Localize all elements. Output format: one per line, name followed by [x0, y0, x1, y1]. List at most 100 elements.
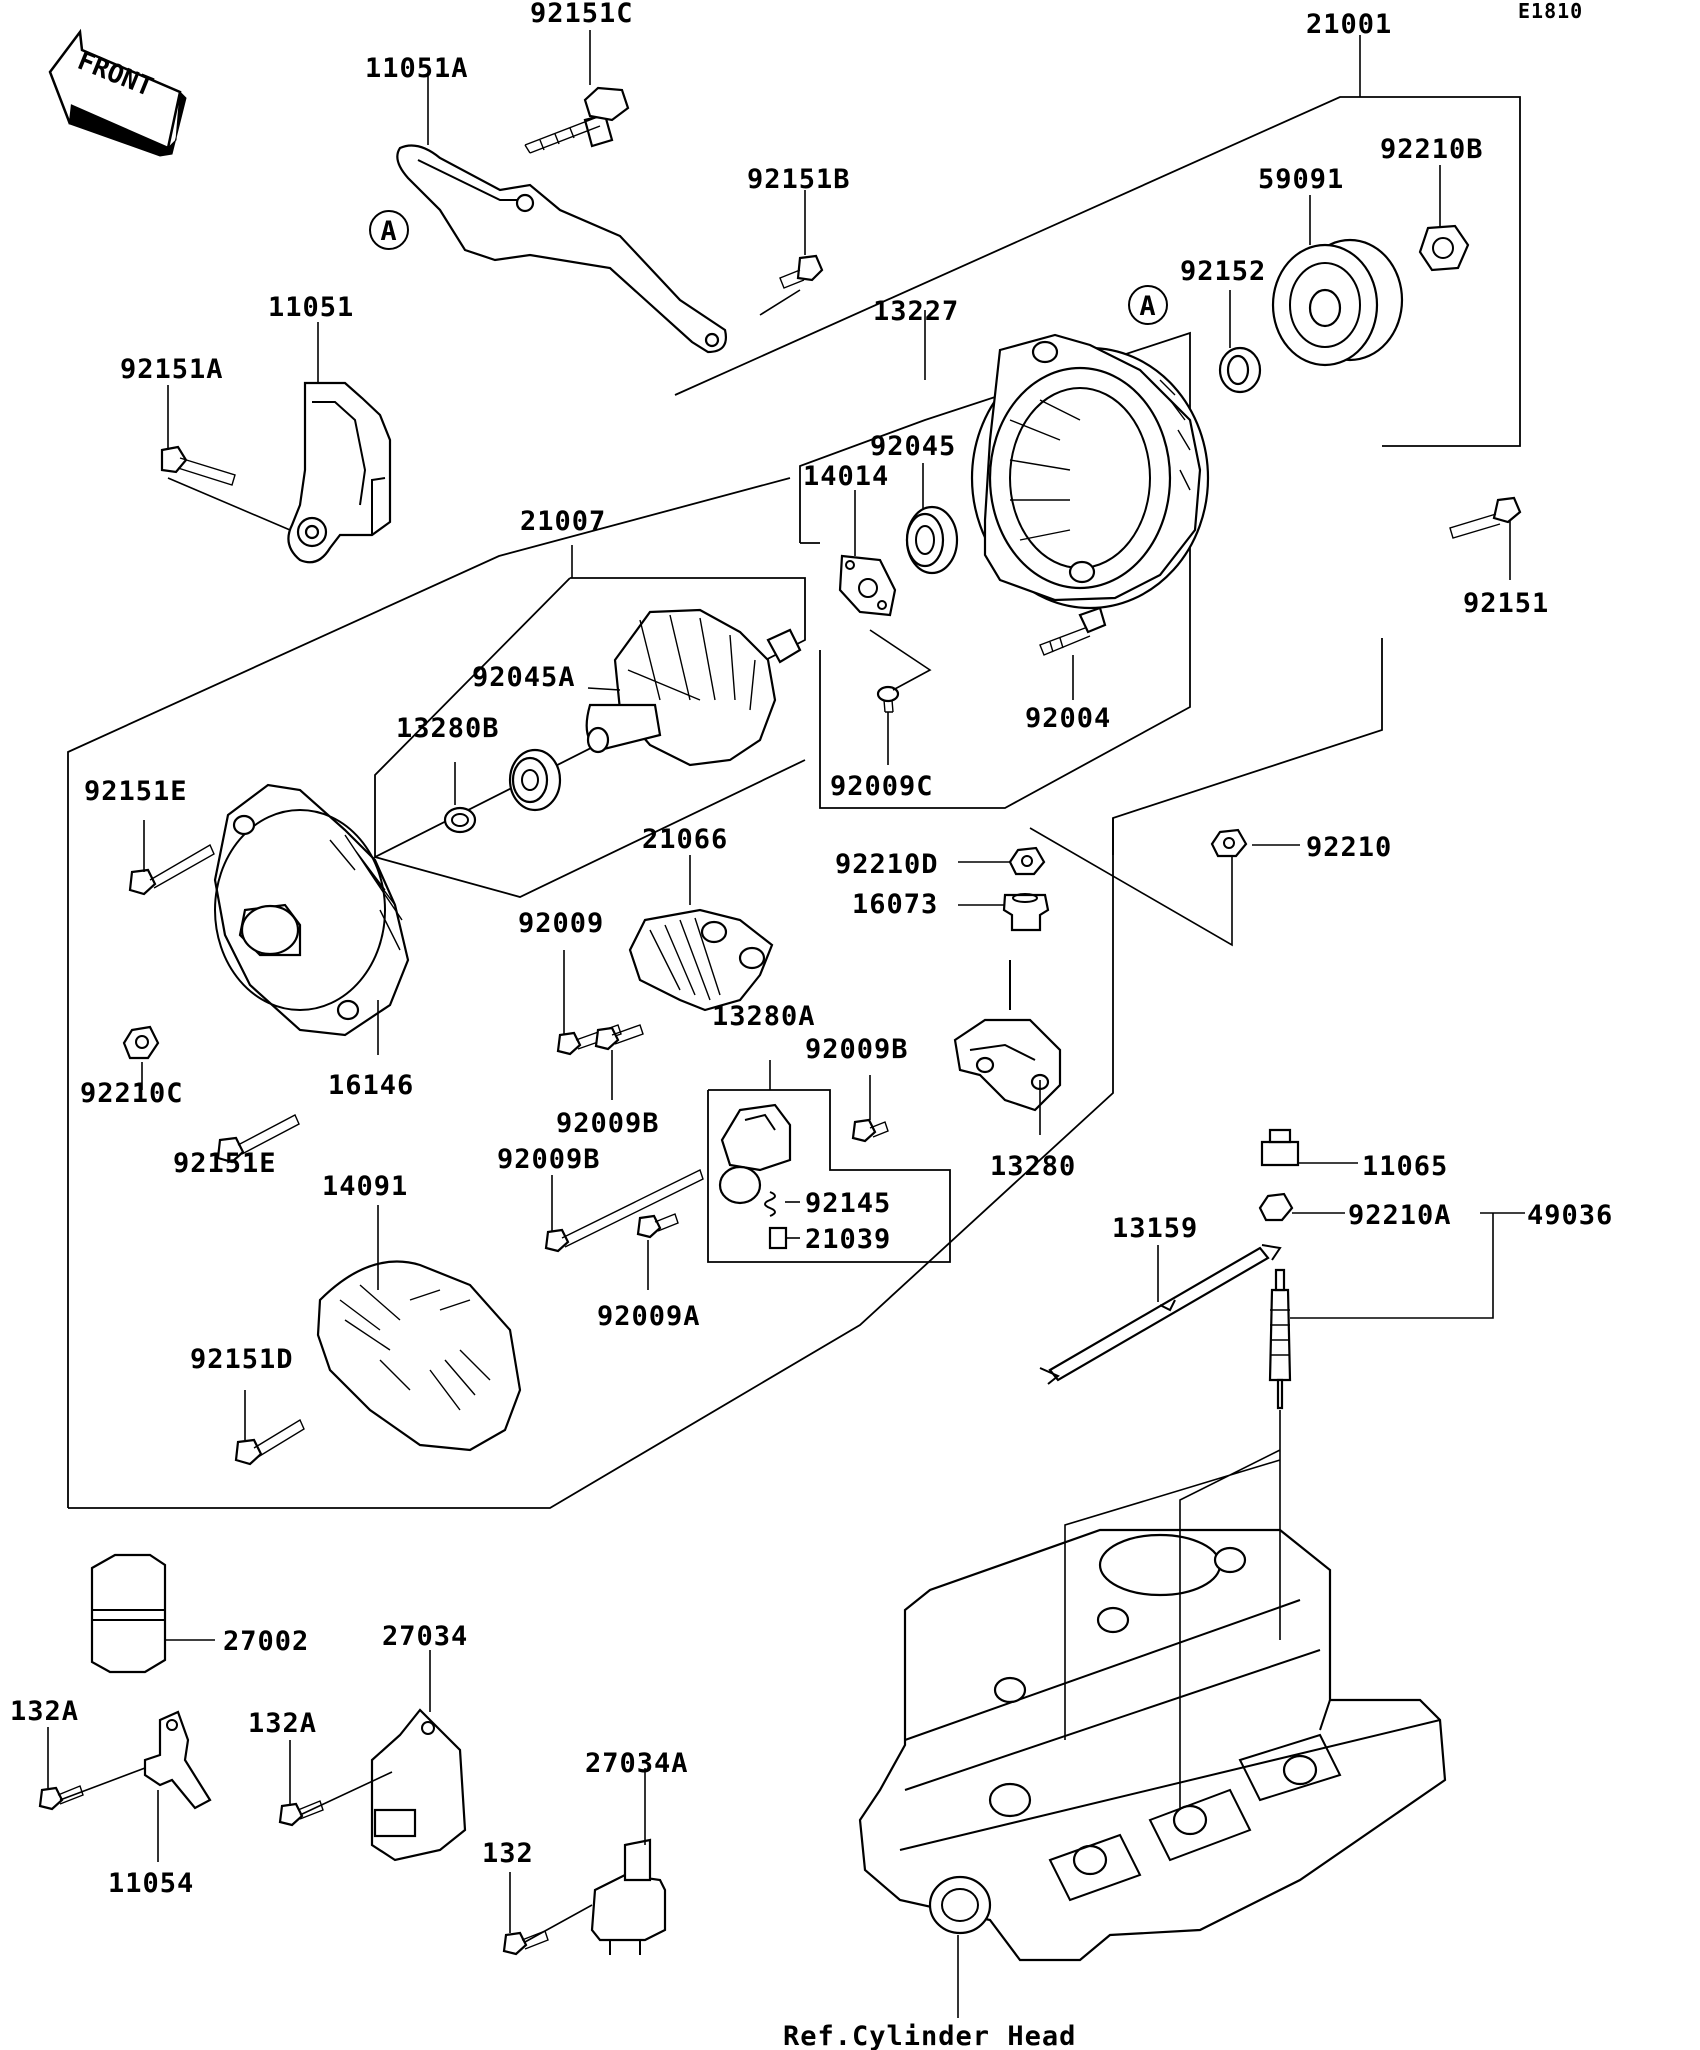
terminal-11065 — [1260, 1128, 1300, 1167]
terminal-bolt-92004 — [1039, 606, 1107, 656]
label-92210: 92210 — [1306, 832, 1392, 863]
rear-cover-14091 — [316, 1260, 522, 1452]
relay-27034a — [590, 1838, 667, 1955]
nut-92210d — [1008, 846, 1046, 876]
label-92151: 92151 — [1463, 588, 1549, 619]
label-14014: 14014 — [803, 461, 889, 492]
label-92151b: 92151B — [747, 164, 851, 195]
label-92009b-middle: 92009B — [556, 1108, 660, 1139]
bushing-16073 — [1002, 893, 1050, 932]
label-92210a: 92210A — [1348, 1200, 1452, 1231]
label-92045a: 92045A — [472, 662, 576, 693]
label-59091: 59091 — [1258, 164, 1344, 195]
label-92009c: 92009C — [830, 771, 934, 802]
label-21001: 21001 — [1306, 9, 1392, 40]
label-132a-left: 132A — [10, 1696, 79, 1727]
label-16146: 16146 — [328, 1070, 414, 1101]
label-11051: 11051 — [268, 292, 354, 323]
label-11065: 11065 — [1362, 1151, 1448, 1182]
glow-plug-49036 — [1268, 1268, 1292, 1410]
bolt-132a-left — [38, 1785, 84, 1811]
bolt-132a-right — [278, 1800, 324, 1827]
rotor-21007 — [585, 608, 802, 767]
ring-92152 — [1218, 346, 1262, 394]
label-92151d: 92151D — [190, 1344, 294, 1375]
label-92009b-right: 92009B — [805, 1034, 909, 1065]
label-13227: 13227 — [873, 296, 959, 327]
label-132a-right: 132A — [248, 1708, 317, 1739]
bolt-92151e-lower — [216, 1114, 300, 1164]
label-92151e-upper: 92151E — [84, 776, 188, 807]
callout-a-housing: A — [1128, 285, 1168, 325]
subassembly-13280a-frame — [707, 1089, 951, 1263]
brush-holder-13280a — [718, 1103, 792, 1205]
label-21007: 21007 — [520, 506, 606, 537]
controller-27034 — [370, 1708, 467, 1862]
label-92009b-lower: 92009B — [497, 1144, 601, 1175]
label-92009: 92009 — [518, 908, 604, 939]
callout-a-bracket: A — [369, 210, 409, 250]
ring-13280b — [443, 806, 477, 834]
svg-text:A: A — [1139, 291, 1156, 322]
label-27002: 27002 — [223, 1626, 309, 1657]
bracket-11054 — [143, 1710, 212, 1810]
adjusting-bracket-11051a — [396, 144, 727, 354]
label-132: 132 — [482, 1838, 534, 1869]
pulley-59091 — [1271, 238, 1404, 367]
rectifier-13280 — [953, 960, 1062, 1112]
front-housing-16146 — [213, 783, 410, 1037]
label-27034: 27034 — [382, 1621, 468, 1652]
label-27034a: 27034A — [585, 1748, 689, 1779]
leader-lines — [47, 30, 1525, 2018]
label-92151c: 92151C — [530, 0, 634, 29]
diagram-code: E1810 — [1518, 0, 1583, 23]
screw-92009b-lower — [544, 1169, 704, 1253]
bolt-92151c — [524, 86, 630, 154]
front-arrow-icon: FRONT — [48, 28, 187, 157]
label-49036: 49036 — [1527, 1200, 1613, 1231]
label-13280b: 13280B — [396, 713, 500, 744]
label-92004: 92004 — [1025, 703, 1111, 734]
bolt-92151e-upper — [128, 844, 215, 896]
connector-plate-13159 — [1039, 1244, 1282, 1385]
spring-92145 — [764, 1191, 776, 1217]
label-92151a: 92151A — [120, 354, 224, 385]
nut-92210c — [122, 1025, 160, 1060]
label-reference-cylinder-head: Ref.Cylinder Head — [783, 2021, 1076, 2050]
label-92145: 92145 — [805, 1188, 891, 1219]
label-11051a: 11051A — [365, 53, 469, 84]
label-13159: 13159 — [1112, 1213, 1198, 1244]
nut-92210 — [1210, 828, 1248, 858]
label-92151e-lower: 92151E — [173, 1148, 277, 1179]
screw-92009a — [636, 1213, 679, 1239]
relay-27002 — [90, 1553, 167, 1674]
alternator-assembly-frame — [67, 96, 1521, 1509]
label-14091: 14091 — [322, 1171, 408, 1202]
plate-14014 — [838, 554, 897, 617]
label-21039: 21039 — [805, 1224, 891, 1255]
screw-92009b-rectifier — [851, 1118, 889, 1143]
bolt-92151 — [1449, 496, 1522, 539]
bolt-92151d — [234, 1418, 305, 1466]
screw-92009c — [876, 685, 900, 713]
label-92009a: 92009A — [597, 1301, 701, 1332]
label-92152: 92152 — [1180, 256, 1266, 287]
label-13280a: 13280A — [712, 1001, 816, 1032]
nut-92210a — [1258, 1192, 1294, 1222]
brush-21039 — [768, 1226, 788, 1250]
label-92210b: 92210B — [1380, 134, 1484, 165]
bearing-92045 — [905, 505, 959, 575]
nut-92210b — [1418, 224, 1470, 272]
cylinder-head — [858, 1528, 1447, 1962]
rear-housing-13227 — [970, 333, 1210, 610]
label-11054: 11054 — [108, 1868, 194, 1899]
bolt-92151a — [160, 445, 236, 486]
bolt-132 — [502, 1930, 549, 1956]
part-labels: 92151C 21001 11051A 92151B 92210B 59091 … — [10, 0, 1613, 2050]
bolt-92151b — [779, 254, 824, 289]
bracket-11051 — [287, 381, 392, 564]
regulator-21066 — [628, 908, 774, 1012]
label-16073: 16073 — [852, 889, 938, 920]
label-92210c: 92210C — [80, 1078, 184, 1109]
